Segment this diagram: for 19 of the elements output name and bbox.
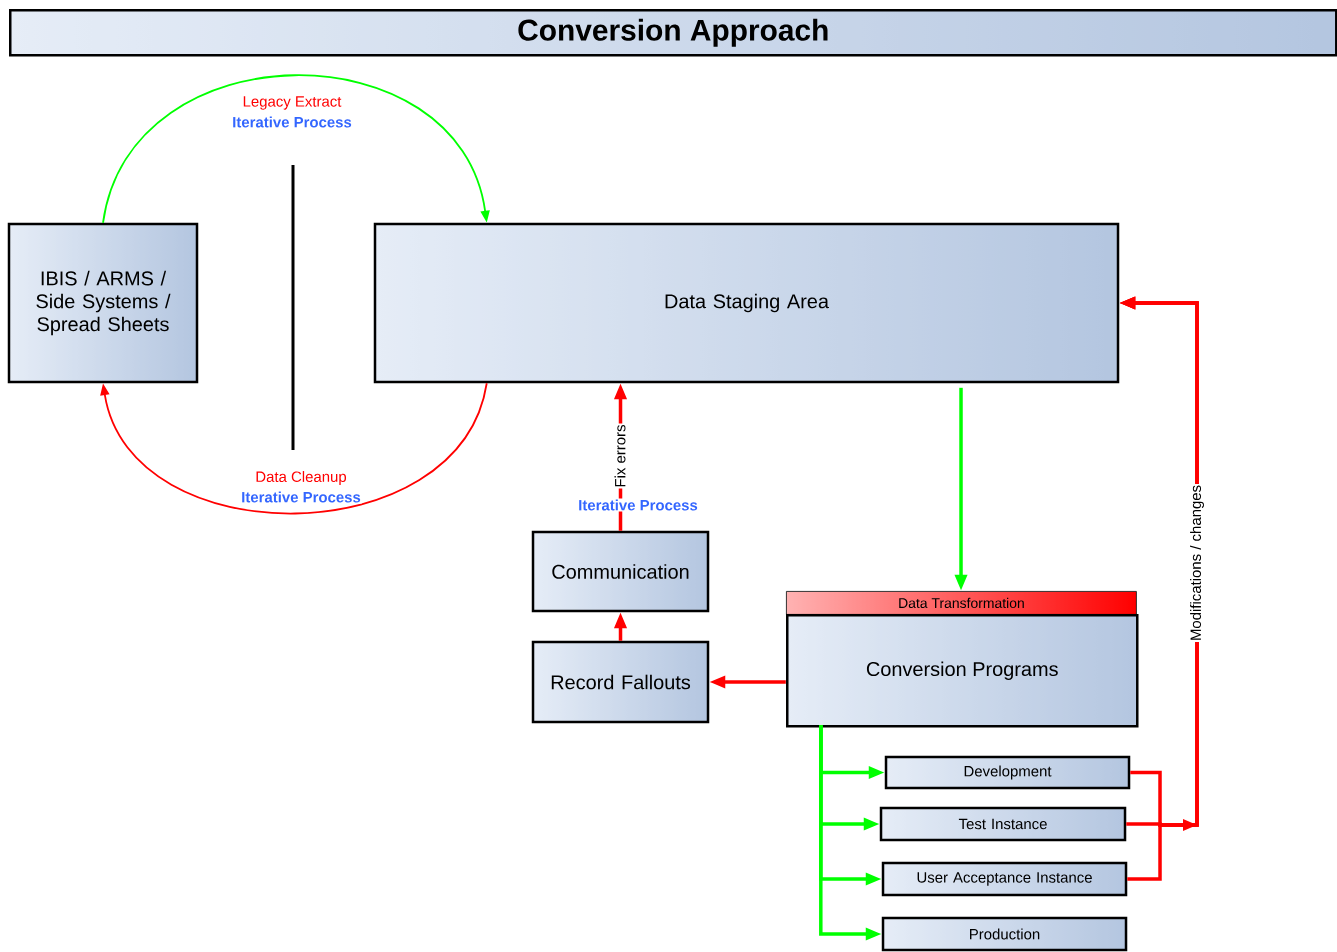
header-band: Data Transformation [786,591,1137,615]
source-box: IBIS / ARMS / Side Systems / Spread Sheets [7,222,199,384]
note-label: Iterative Process [577,498,699,512]
edge-label: Modifications / changes [1189,483,1205,643]
title-bar: Conversion Approach [9,9,1337,57]
environment-box: Test Instance [879,806,1127,842]
edge-label: Data Cleanup [254,470,348,486]
environment-box: User Acceptance Instance [881,861,1128,897]
arrow [102,74,490,224]
edge-label: Fix errors [613,423,627,489]
process-box: Record Fallouts [531,640,710,724]
environment-box: Production [881,916,1128,952]
edge-label: Legacy Extract [241,95,343,111]
environment-box: Development [884,755,1131,790]
note-label: Iterative Process [231,115,353,129]
arrow [100,382,488,515]
note-label: Iterative Process [240,490,362,504]
staging-box: Data Staging Area [373,222,1120,384]
process-box: Communication [531,530,710,613]
